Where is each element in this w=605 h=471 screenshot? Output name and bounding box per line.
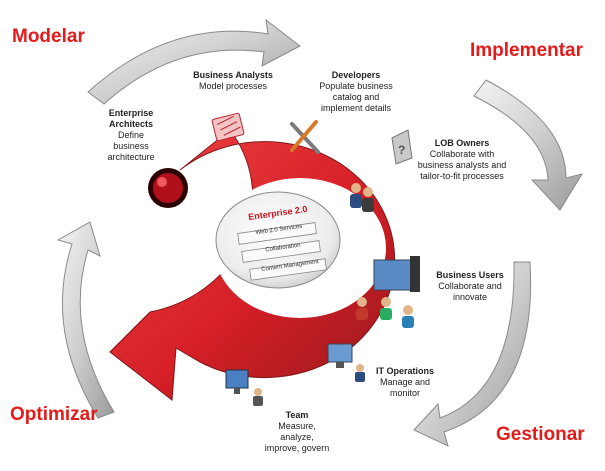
phase-implementar: Implementar [470,40,583,61]
role-team: Team Measure, analyze, improve, govern [264,410,330,453]
sphere-icon [148,168,188,208]
phase-optimizar: Optimizar [10,404,98,425]
role-enterprise-architects: Enterprise Architects Define business ar… [107,108,155,162]
process-model-icon [211,112,245,142]
outer-arrow-top [87,18,301,105]
team-screen-icon [225,369,263,406]
center-disc [215,191,341,289]
outer-arrow-left [56,221,115,419]
phase-modelar: Modelar [12,26,85,47]
phase-gestionar: Gestionar [496,424,585,445]
outer-arrow-right [473,79,584,211]
role-business-users: Business Users Collaborate and innovate [436,270,504,302]
tools-icon [290,120,320,154]
outer-arrow-bottom-right [413,261,532,447]
question-icon: ? [391,129,413,165]
svg-text:?: ? [398,143,405,157]
role-it-operations: IT Operations Manage and monitor [375,366,434,398]
role-lob-owners: LOB Owners Collaborate with business ana… [417,138,507,181]
role-business-analysts: Business Analysts Model processes [193,70,273,91]
monitor-icon [327,343,365,382]
role-developers: Developers Populate business catalog and… [319,70,393,113]
users-screen-icon [356,256,420,328]
people-icon [350,183,374,212]
